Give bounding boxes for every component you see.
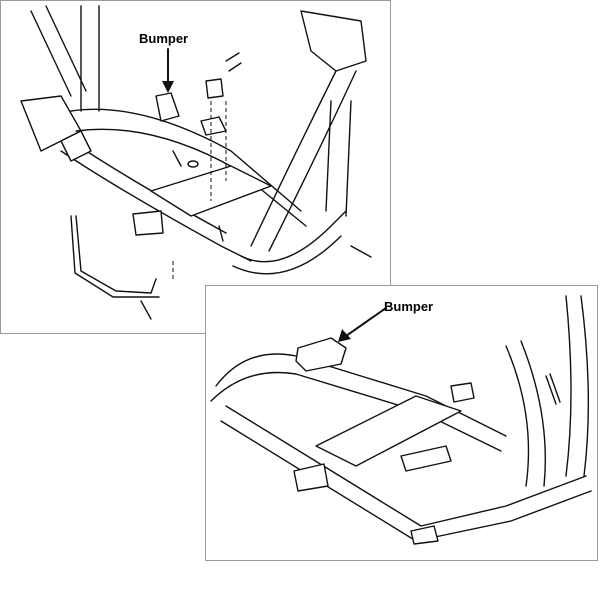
frame-overview-drawing: [20, 5, 372, 320]
frame-overview-panel: Bumper: [0, 0, 391, 334]
bumper-callout-label: Bumper: [384, 299, 434, 314]
bumper-detail-panel: Bumper: [205, 285, 598, 561]
bumper-detail-drawing: [210, 295, 592, 545]
bumper-callout-label: Bumper: [139, 31, 189, 46]
